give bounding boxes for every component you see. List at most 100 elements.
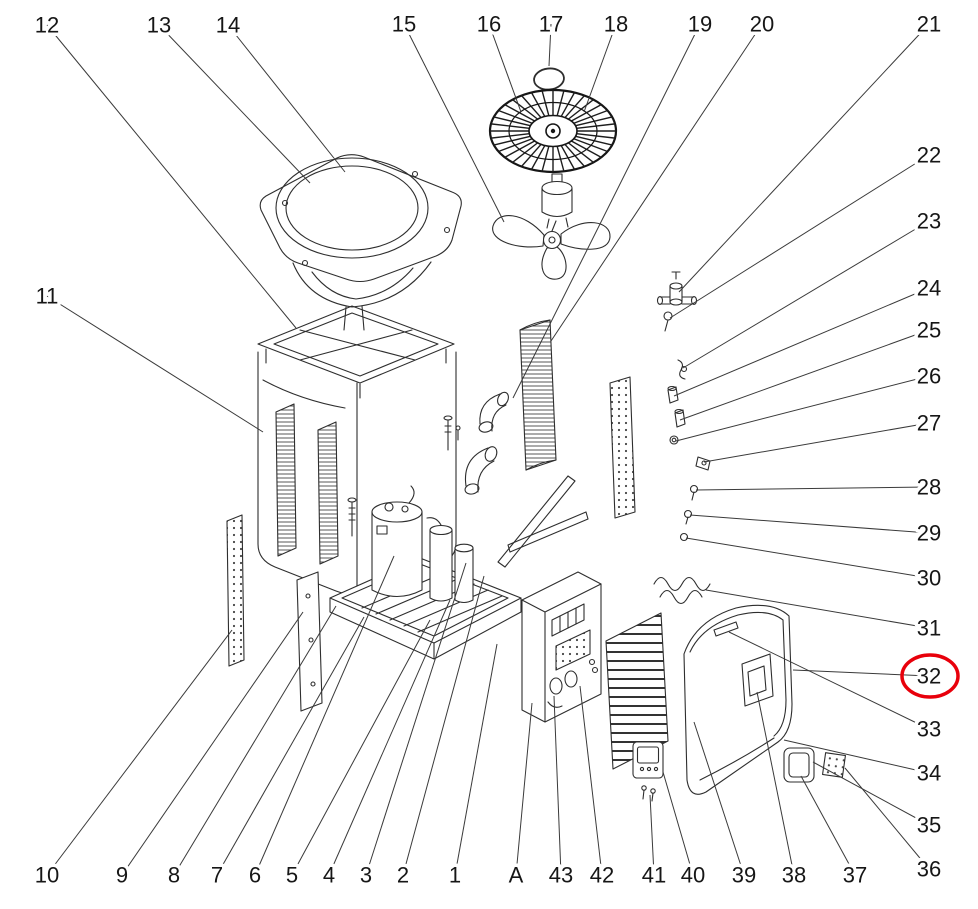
- callout-label-26: 26: [917, 364, 941, 389]
- part-front-panel: [683, 604, 793, 795]
- leader-line-19: [512, 23, 701, 399]
- callout-label-10: 10: [35, 863, 59, 888]
- part-capillary-tube: [653, 576, 711, 605]
- leader-line-41: [649, 794, 655, 876]
- callout-label-30: 30: [917, 566, 941, 591]
- part-duct-elbows: [464, 391, 509, 495]
- callout-label-11: 11: [36, 284, 59, 309]
- part-side-strip-left: [226, 514, 245, 667]
- leader-line-16: [488, 23, 522, 113]
- leader-line-8: [173, 605, 337, 876]
- callout-label-37: 37: [843, 863, 867, 888]
- leader-line-1: [454, 643, 498, 876]
- callout-label-23: 23: [917, 209, 941, 234]
- callout-label-21: 21: [917, 12, 941, 37]
- callout-label-5: 5: [286, 863, 298, 888]
- part-gasket-frame: [783, 747, 815, 783]
- callout-label-12: 12: [35, 13, 59, 38]
- leader-line-22: [669, 154, 930, 319]
- callout-label-27: 27: [917, 411, 941, 436]
- callout-label-14: 14: [216, 13, 240, 38]
- leader-line-7: [216, 616, 365, 876]
- leader-line-23: [682, 220, 930, 369]
- part-top-cover: [259, 154, 462, 331]
- leader-line-3: [365, 562, 467, 876]
- part-electrical-box: [521, 571, 602, 723]
- part-cabinet-body: [257, 351, 457, 597]
- callout-label-42: 42: [590, 863, 614, 888]
- leader-line-18: [583, 23, 617, 113]
- leader-line-29: [689, 514, 930, 534]
- callout-label-6: 6: [249, 863, 261, 888]
- leader-line-5: [291, 619, 431, 876]
- callout-label-17: 17: [539, 12, 563, 37]
- callout-label-18: 18: [604, 12, 628, 37]
- callout-label-9: 9: [116, 863, 128, 888]
- callout-label-38: 38: [782, 863, 806, 888]
- part-support-braces: [497, 475, 589, 568]
- callout-label-31: 31: [917, 616, 941, 641]
- highlight-circle: [900, 653, 960, 699]
- callout-label-4: 4: [323, 863, 335, 888]
- callout-label-2: 2: [397, 863, 409, 888]
- callout-label-43: 43: [549, 863, 573, 888]
- leader-line-2: [402, 575, 485, 876]
- callout-label-20: 20: [750, 12, 774, 37]
- part-vent-panel: [605, 612, 669, 770]
- leader-line-14: [227, 24, 346, 173]
- leader-line-9: [121, 611, 304, 876]
- part-gasket-pad: [822, 752, 846, 778]
- part-fan-motor: [541, 173, 573, 229]
- leader-line-36: [844, 767, 930, 870]
- callout-label-25: 25: [917, 318, 941, 343]
- callout-label-24: 24: [917, 276, 941, 301]
- part-top-frame: [257, 305, 461, 537]
- leader-line-28: [695, 486, 930, 491]
- leader-line-25: [679, 329, 930, 421]
- leader-line-12: [46, 24, 297, 329]
- callout-label-7: 7: [211, 863, 223, 888]
- leader-line-33: [728, 631, 930, 730]
- leader-line-42: [579, 685, 603, 876]
- leader-line-40: [662, 771, 694, 876]
- leader-line-31: [705, 589, 930, 629]
- part-evaporator-column: [519, 319, 557, 471]
- callout-label-39: 39: [732, 863, 756, 888]
- part-fan-guard: [488, 88, 618, 174]
- part-top-ring: [533, 67, 565, 91]
- leader-line-15: [403, 23, 505, 223]
- leader-line-34: [783, 739, 930, 774]
- part-mounting-screws: [641, 785, 656, 802]
- callout-label-16: 16: [477, 12, 501, 37]
- callout-label-34: 34: [917, 761, 941, 786]
- part-gasket-strip: [296, 571, 323, 712]
- part-accumulator: [426, 517, 453, 602]
- callout-label-3: 3: [360, 863, 372, 888]
- part-receiver-cylinder: [454, 543, 474, 604]
- leader-line-27: [703, 422, 930, 463]
- part-display-controller: [632, 741, 664, 779]
- callout-label-40: 40: [681, 863, 705, 888]
- callout-label-19: 19: [688, 12, 712, 37]
- leader-line-17: [548, 23, 552, 67]
- leader-line-A: [515, 702, 533, 876]
- leader-line-32: [792, 669, 930, 677]
- leader-line-39: [693, 721, 745, 876]
- callout-label-13: 13: [147, 13, 171, 38]
- leader-line-30: [685, 537, 930, 579]
- leader-line-35: [812, 761, 930, 826]
- callout-label-1: 1: [449, 863, 461, 888]
- callout-label-22: 22: [917, 143, 941, 168]
- leader-line-21: [678, 23, 930, 293]
- part-valve-assembly: [656, 271, 698, 306]
- leader-line-38: [756, 691, 795, 876]
- leader-line-43: [553, 695, 562, 876]
- leader-line-6: [254, 555, 395, 876]
- leader-line-26: [675, 375, 930, 442]
- leader-line-24: [673, 287, 930, 397]
- leader-line-20: [550, 23, 763, 342]
- callout-label-33: 33: [917, 717, 941, 742]
- callout-label-36: 36: [917, 857, 941, 882]
